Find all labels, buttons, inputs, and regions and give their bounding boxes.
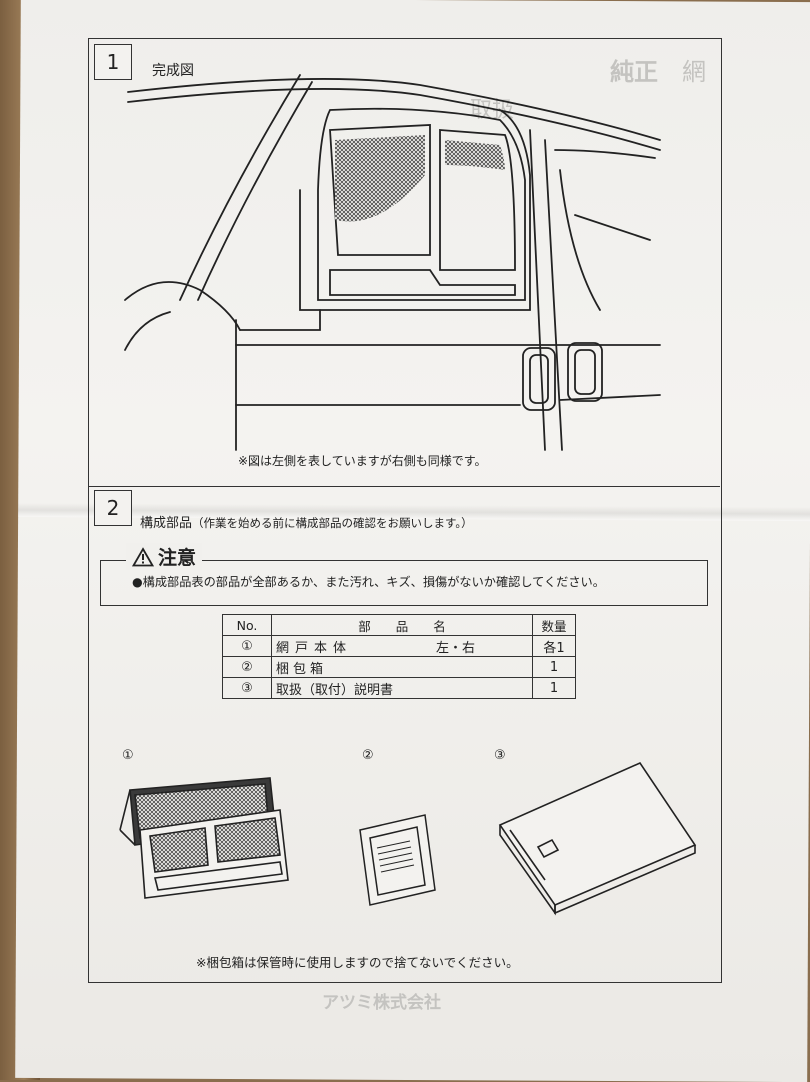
parts-table: No. 部 品 名 数量 ① 網戸本体 左・右 各1 ② 梱包箱 1 ③ 取扱（取… bbox=[222, 614, 576, 699]
show-through-mark: アツミ株式会社 bbox=[322, 993, 441, 1013]
row-qty: 各1 bbox=[532, 635, 576, 657]
row-name: 網戸本体 左・右 bbox=[271, 635, 533, 657]
header-no: No. bbox=[222, 614, 272, 636]
section-2-title: 構成部品（作業を始める前に構成部品の確認をお願いします。） bbox=[140, 512, 473, 531]
row-no: ① bbox=[222, 635, 272, 657]
show-through-mark: 純正 bbox=[610, 58, 658, 86]
caution-text: ●構成部品表の部品が全部あるか、また汚れ、キズ、損傷がないか確認してください。 bbox=[132, 575, 605, 589]
row-name-text: 取扱（取付）説明書 bbox=[276, 682, 394, 698]
section-divider bbox=[88, 486, 720, 487]
table-row: ③ 取扱（取付）説明書 1 bbox=[222, 677, 576, 699]
parts-table-header: No. 部 品 名 数量 bbox=[222, 614, 576, 636]
row-name-text: 網戸本体 bbox=[276, 640, 353, 656]
header-name: 部 品 名 bbox=[271, 614, 533, 636]
section-2-number: 2 bbox=[94, 490, 132, 526]
header-qty: 数量 bbox=[532, 614, 576, 636]
table-row: ① 網戸本体 左・右 各1 bbox=[222, 635, 576, 657]
caution-heading-text: 注意 bbox=[158, 547, 197, 569]
figure-label-3: ③ bbox=[494, 748, 506, 763]
row-side-text: 左・右 bbox=[436, 640, 476, 656]
manual-booklet-illustration bbox=[498, 761, 697, 916]
row-no: ② bbox=[222, 656, 272, 678]
car-door-illustration bbox=[124, 74, 661, 451]
section-2-title-note: （作業を始める前に構成部品の確認をお願いします。） bbox=[192, 516, 473, 530]
section-2-title-text: 構成部品 bbox=[140, 516, 193, 531]
section-2-caption: ※梱包箱は保管時に使用しますので捨てないでください。 bbox=[196, 955, 519, 970]
caution-box bbox=[100, 560, 708, 606]
figure-label-2: ② bbox=[362, 748, 374, 763]
row-no: ③ bbox=[222, 677, 272, 699]
row-qty: 1 bbox=[532, 656, 576, 678]
figure-label-1: ① bbox=[122, 748, 134, 763]
show-through-mark: 網 bbox=[682, 58, 706, 86]
row-name-text: 梱包箱 bbox=[276, 661, 328, 677]
packing-box-illustration bbox=[359, 814, 436, 906]
screen-frame-parts-illustration bbox=[119, 777, 289, 899]
caution-heading: 注意 bbox=[126, 543, 203, 570]
section-1-title: 完成図 bbox=[152, 63, 194, 79]
row-qty: 1 bbox=[532, 677, 576, 699]
content-frame bbox=[88, 38, 722, 983]
section-1-number: 1 bbox=[94, 44, 132, 80]
table-row: ② 梱包箱 1 bbox=[222, 656, 576, 678]
row-name: 梱包箱 bbox=[271, 656, 533, 678]
section-1-caption: ※図は左側を表していますが右側も同様です。 bbox=[238, 454, 487, 468]
warning-triangle-icon bbox=[131, 546, 155, 566]
row-name: 取扱（取付）説明書 bbox=[271, 677, 533, 699]
